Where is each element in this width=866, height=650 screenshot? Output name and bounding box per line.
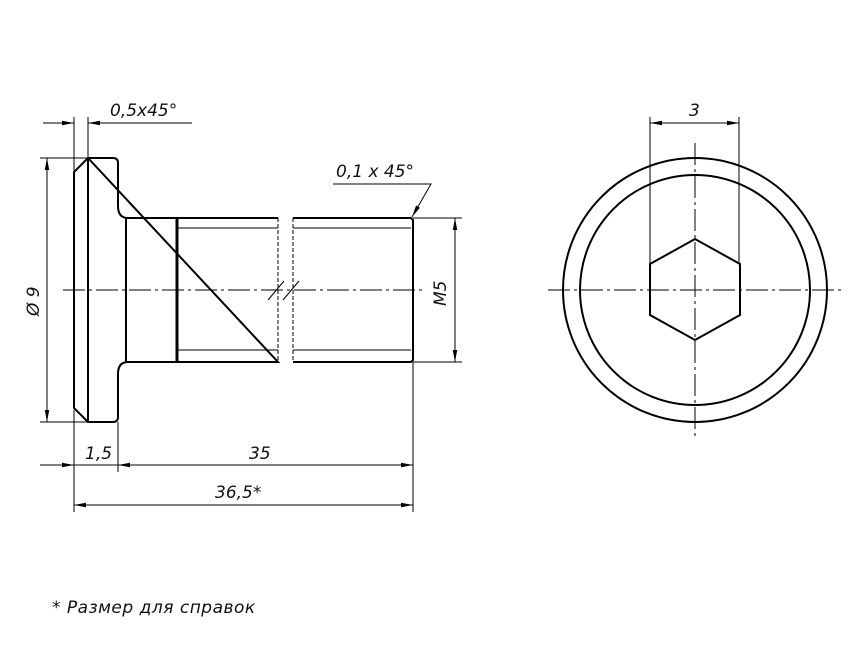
chamfer-thread-label: 0,1 x 45° [336, 162, 414, 182]
chamfer-head-label: 0,5x45° [110, 101, 177, 121]
break-mark [282, 280, 300, 301]
shank-length-label: 35 [249, 444, 271, 464]
head-height-label: 1,5 [85, 444, 112, 464]
footnote: * Размер для справок [52, 598, 256, 618]
thread-size-label: M5 [431, 281, 451, 306]
total-length-label: 36,5* [215, 483, 261, 503]
leader-line [333, 183, 432, 218]
head-inner-circle [579, 174, 811, 406]
side-view: 0,5x45° 0,1 x 45° M5 Ø 9 1,5 35 36,5* [24, 101, 462, 512]
hex-size-label: 3 [689, 101, 700, 121]
end-view: 3 [548, 101, 842, 437]
head-diameter-label: Ø 9 [24, 286, 44, 317]
